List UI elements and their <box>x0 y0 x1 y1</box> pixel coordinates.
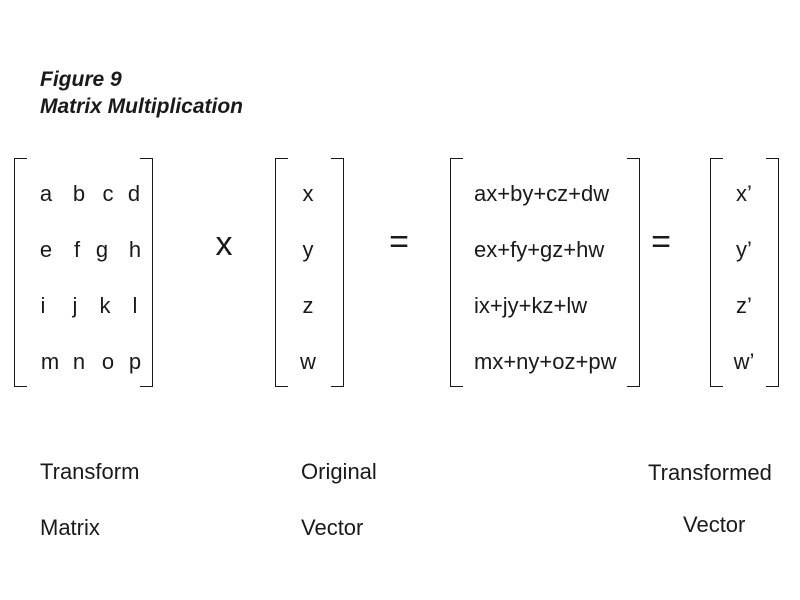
transformed-label: Transformed <box>648 460 772 485</box>
product-entry: mx+ny+oz+pw <box>474 349 617 374</box>
matrix-cell: a <box>39 181 53 206</box>
transform-label: Transform <box>40 459 140 484</box>
matrix-cell: f <box>73 237 81 262</box>
matrix-cell: l <box>132 293 138 318</box>
original-label: Original <box>301 459 377 484</box>
left-bracket <box>275 158 288 387</box>
matrix-cell: o <box>101 349 115 374</box>
left-bracket <box>710 158 723 387</box>
equals-sign: = <box>651 223 671 261</box>
figure-number: Figure 9 <box>40 68 122 91</box>
right-bracket <box>331 158 344 387</box>
transformed-entry: x’ <box>736 181 752 206</box>
product-entry: ax+by+cz+dw <box>474 181 610 206</box>
transform-matrix <box>14 158 153 387</box>
product-entry: ex+fy+gz+hw <box>474 237 605 262</box>
matrix-cell: d <box>127 181 141 206</box>
right-bracket <box>140 158 153 387</box>
matrix-cell: j <box>72 293 78 318</box>
product-entry: ix+jy+kz+lw <box>474 293 588 318</box>
matrix-cell: c <box>102 181 114 206</box>
matrix-cell: m <box>40 349 60 374</box>
matrix-label: Matrix <box>40 515 100 540</box>
matrix-cell: n <box>72 349 86 374</box>
product-vector <box>450 158 640 387</box>
equals-sign: = <box>389 223 409 261</box>
matrix-cell: h <box>128 237 142 262</box>
matrix-cell: k <box>99 293 111 318</box>
matrix-cell: g <box>95 237 109 262</box>
figure-title: Matrix Multiplication <box>40 95 244 118</box>
right-bracket <box>766 158 779 387</box>
transformed-entry: w’ <box>733 349 755 374</box>
vector-entry: x <box>302 181 314 206</box>
transformed-entry: y’ <box>736 237 752 262</box>
left-bracket <box>450 158 463 387</box>
vector-label: Vector <box>301 515 364 540</box>
vector-entry: z <box>302 293 314 318</box>
matrix-cell: e <box>39 237 53 262</box>
vector-entry: w <box>300 349 316 374</box>
right-bracket <box>627 158 640 387</box>
matrix-cell: p <box>128 349 142 374</box>
transformed-entry: z’ <box>736 293 752 318</box>
transformed-vector <box>710 158 779 387</box>
vector-entry: y <box>302 237 314 262</box>
left-bracket <box>14 158 27 387</box>
matrix-cell: b <box>72 181 86 206</box>
multiply-sign: x <box>215 225 233 263</box>
matrix-cell: i <box>40 293 46 318</box>
vector-label: Vector <box>683 512 746 537</box>
original-vector <box>275 158 344 387</box>
